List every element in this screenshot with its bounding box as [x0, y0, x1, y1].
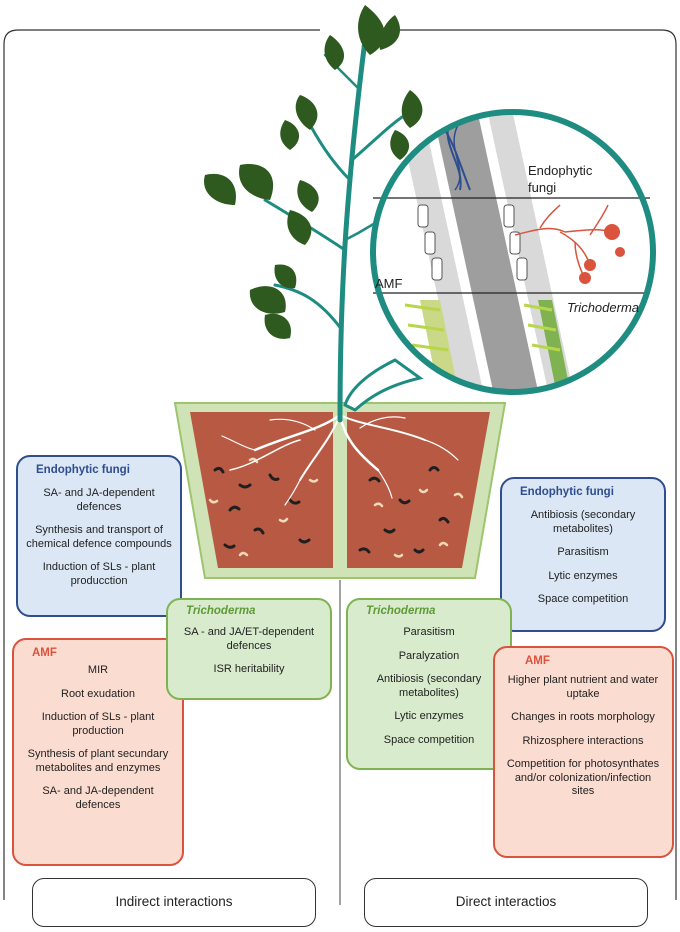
list-item: SA- and JA-dependent defences [43, 487, 155, 513]
zoom-label-endophytic-2: fungi [528, 180, 556, 195]
list-item: Competition for photosynthates and/or co… [506, 758, 660, 797]
list-item: Antibiosis (secondary metabolites) [530, 509, 636, 535]
left-frame [3, 29, 320, 900]
left-endophytic-list: SA- and JA-dependent defences Synthesis … [26, 487, 172, 598]
list-item: Space competition [383, 733, 475, 746]
list-item: Induction of SLs - plant producction [42, 561, 156, 587]
list-item: Parasitism [557, 546, 609, 558]
right-endophytic-title: Endophytic fungi [520, 486, 614, 498]
right-endophytic-box: Endophytic fungi Antibiosis (secondary m… [500, 477, 666, 632]
list-item: Lytic enzymes [548, 569, 618, 582]
list-item: SA- and JA-dependent defences [42, 785, 154, 811]
list-item: ISR heritability [213, 663, 285, 675]
zoom-connector [343, 358, 424, 412]
zoom-circle [370, 109, 656, 395]
list-item: SA - and JA/ET-dependent defences [183, 626, 315, 652]
list-item: Rhizosphere interactions [522, 734, 644, 747]
left-amf-title: AMF [32, 647, 57, 659]
list-item: Lytic enzymes [394, 710, 464, 722]
list-item: Antibiosis (secondary metabolites) [376, 673, 482, 699]
zoom-label-amf: AMF [375, 276, 403, 291]
list-item: Induction of SLs - plant production [41, 711, 155, 737]
list-item: Synthesis of plant secundary metabolites… [27, 748, 169, 774]
zoom-label-trichoderma: Trichoderma [567, 300, 639, 315]
left-endophytic-title: Endophytic fungi [36, 464, 130, 476]
pot [173, 402, 507, 579]
list-item: Parasitism [403, 626, 455, 638]
list-item: Paralyzation [398, 649, 460, 662]
left-amf-list: MIR Root exudation Induction of SLs - pl… [24, 664, 172, 822]
soil-particles [208, 457, 464, 558]
right-frame [400, 29, 677, 900]
list-item: Root exudation [61, 687, 135, 700]
left-trichoderma-box: Trichoderma SA - and JA/ET-dependent def… [166, 598, 332, 700]
list-item: Higher plant nutrient and water uptake [507, 674, 659, 700]
list-item: Synthesis and transport of chemical defe… [26, 524, 172, 550]
right-amf-box: AMF Higher plant nutrient and water upta… [493, 646, 674, 858]
list-item: Changes in roots morphology [511, 711, 655, 723]
zoom-label-endophytic-1: Endophytic [528, 163, 593, 178]
leaves [204, 5, 423, 339]
direct-interactions-label: Direct interactios [364, 878, 648, 927]
list-item: Space competition [537, 593, 629, 605]
roots [221, 413, 459, 506]
right-trichoderma-title: Trichoderma [366, 605, 436, 617]
right-trichoderma-box: Trichoderma Parasitism Paralyzation Anti… [346, 598, 512, 770]
right-endophytic-list: Antibiosis (secondary metabolites) Paras… [510, 509, 656, 617]
indirect-interactions-label: Indirect interactions [32, 878, 316, 927]
left-amf-box: AMF MIR Root exudation Induction of SLs … [12, 638, 184, 866]
left-endophytic-box: Endophytic fungi SA- and JA-dependent de… [16, 455, 182, 617]
right-amf-list: Higher plant nutrient and water uptake C… [503, 674, 663, 809]
right-trichoderma-list: Parasitism Paralyzation Antibiosis (seco… [356, 626, 502, 757]
list-item: MIR [87, 664, 109, 676]
left-trichoderma-list: SA - and JA/ET-dependent defences ISR he… [176, 626, 322, 687]
left-trichoderma-title: Trichoderma [186, 605, 256, 617]
right-amf-title: AMF [525, 655, 550, 667]
